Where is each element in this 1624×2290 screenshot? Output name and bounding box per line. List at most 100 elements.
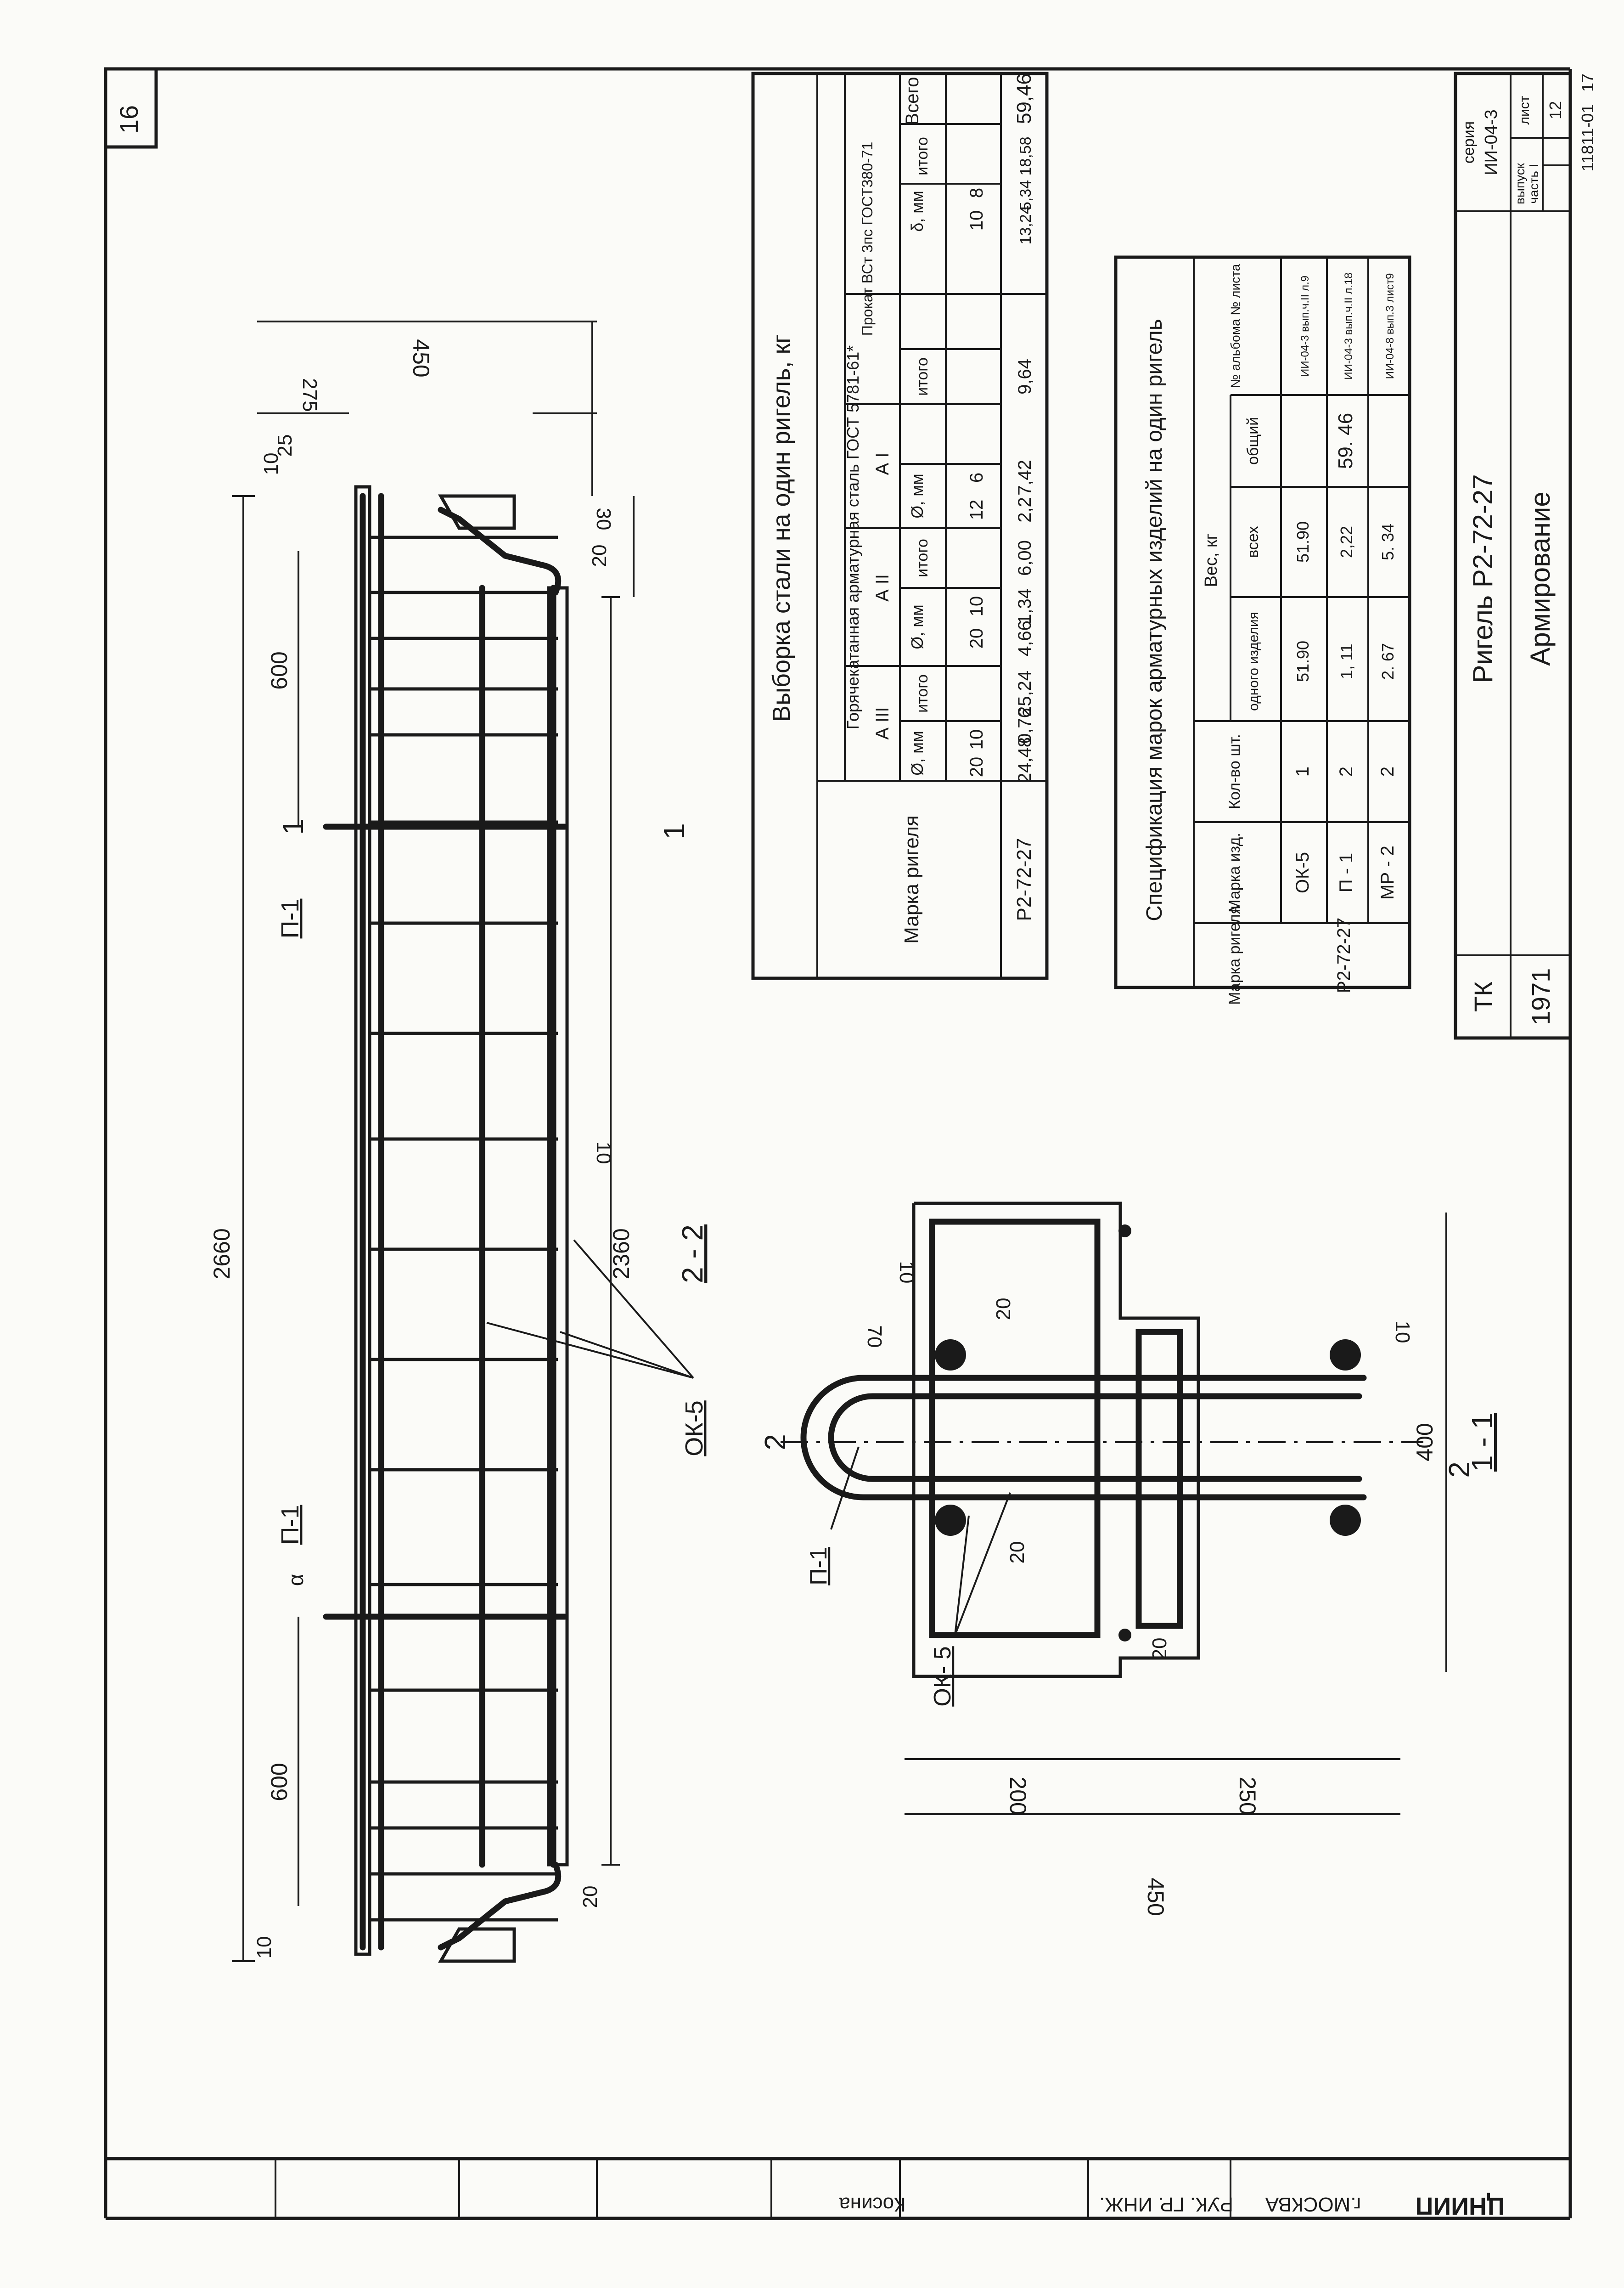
spec-row-mark: Р2-72-27 [1334, 918, 1354, 993]
stamp-city: г.МОСКВА [1265, 2193, 1361, 2216]
beam-dimensions [232, 321, 635, 1962]
leader-ok5-2 [560, 1331, 694, 1379]
sheet-frame [104, 67, 1572, 2220]
title-subtitle: Армирование [1525, 491, 1556, 666]
sec-dim-10: 10 [895, 1261, 918, 1284]
steel-sub-itogo-3: итого [914, 357, 931, 396]
spec-table-title-1: Спецификация марок арматурных изделий на… [1142, 319, 1167, 921]
steel-d2b: 10 [967, 596, 987, 617]
steel-col-hot: Горячекатанная арматурная сталь ГОСТ 578… [843, 345, 862, 729]
steel-v5: 1,34 [1015, 588, 1035, 624]
spec-col-total: общий [1244, 417, 1262, 465]
steel-sub-dmm-4: δ, мм [908, 191, 927, 232]
steel-col-a1: А I [872, 453, 893, 475]
sec-dim-200: 200 [1005, 1777, 1031, 1815]
title-vypusk-value: часть I [1527, 164, 1541, 203]
spec-r0-all: 51.90 [1293, 521, 1312, 563]
title-year: 1971 [1526, 968, 1555, 1026]
leader-ok5-1 [573, 1239, 694, 1379]
title-series-label: серия [1460, 121, 1478, 164]
sec-dim-450: 450 [1143, 1878, 1169, 1916]
spec-r0-qty: 1 [1292, 767, 1313, 777]
spec-r2-qty: 2 [1377, 767, 1398, 777]
steel-d4b: 8 [967, 188, 987, 198]
dim-inner-length: 2360 [608, 1228, 634, 1279]
dim-overall-length: 2660 [209, 1228, 235, 1279]
steel-sub-dmm-3: Ø, мм [908, 474, 927, 519]
stirrups [370, 536, 558, 1922]
steel-d3a: 12 [967, 500, 987, 520]
page-number: 16 [114, 105, 143, 134]
spec-r1-item: П - 1 [1336, 853, 1356, 893]
spec-col-one: одного изделия [1246, 612, 1261, 711]
label-cut-1-bottom: 1 [657, 823, 691, 840]
steel-row-mark: Р2-72-27 [1013, 838, 1035, 921]
spec-col-weight: Вес, кг [1202, 533, 1221, 587]
dim-right-30: 30 [592, 508, 615, 530]
title-series-value: ИИ-04-3 [1482, 109, 1501, 175]
spec-table-grid [1114, 255, 1411, 989]
steel-col-a3: А III [872, 707, 893, 739]
label-p1-sec: П-1 [805, 1547, 832, 1585]
label-cut-1-top: 1 [276, 818, 309, 835]
steel-table-grid [751, 72, 1049, 980]
beam-elevation [323, 485, 569, 1963]
steel-col-mark: Марка ригеля [900, 815, 923, 944]
steel-sub-dmm-2: Ø, мм [908, 604, 927, 649]
spec-r2-album: ИИ-04-8 вып.3 лист9 [1384, 273, 1396, 379]
title-block-grid [1454, 72, 1572, 1040]
archive-number: 11811-01 [1578, 104, 1597, 172]
title-vypusk-label: выпуск [1513, 163, 1527, 204]
dim-right-275: 275 [298, 378, 321, 412]
spec-r1-one: 1, 11 [1337, 643, 1356, 679]
spec-col-mark: Марка ригеля [1226, 906, 1243, 1005]
sec-dim-20-left: 20 [1148, 1638, 1171, 1660]
dim-left-10: 10 [253, 1936, 275, 1959]
sec-dim-10-right: 10 [1391, 1321, 1414, 1343]
steel-v12: 18,58 [1017, 136, 1034, 175]
steel-sub-itogo-4: итого [914, 137, 931, 175]
label-cut-2-a: 2 [759, 1434, 792, 1450]
steel-sub-dmm-1: Ø, мм [908, 731, 927, 776]
spec-r2-item: МР - 2 [1377, 846, 1398, 900]
steel-d3b: 6 [967, 473, 987, 483]
steel-v11: 5,34 [1017, 180, 1034, 210]
dim-right-25: 25 [274, 434, 296, 457]
dim-mid-alpha: α [284, 1574, 308, 1586]
steel-col-a2: А II [872, 574, 893, 602]
spec-r2-all: 5. 34 [1378, 524, 1397, 560]
dim-left-20: 20 [579, 1886, 601, 1908]
steel-d2a: 20 [967, 628, 987, 649]
steel-d1b: 10 [967, 729, 987, 750]
steel-v7: 2,2 [1015, 497, 1035, 523]
spec-col-qty: Кол-во шт. [1226, 734, 1243, 809]
dim-left-600: 600 [266, 1763, 292, 1801]
spec-r0-one: 51.90 [1293, 641, 1312, 682]
title-tk: ТК [1469, 981, 1498, 1012]
label-p1-bottom: П-1 [276, 1505, 304, 1545]
steel-col-total: Всего [902, 77, 922, 125]
steel-sub-itogo-2: итого [914, 539, 931, 577]
dim-right-600: 600 [266, 651, 292, 689]
sec-dim-20-bot: 20 [1006, 1541, 1028, 1564]
sec-dim-400: 400 [1412, 1423, 1438, 1461]
spec-col-item: Марка изд. [1226, 833, 1243, 913]
label-section-2-2: 2 - 2 [676, 1224, 709, 1283]
steel-v6: 6,00 [1015, 540, 1035, 576]
steel-d1a: 20 [967, 757, 987, 778]
spec-r0-item: ОК-5 [1292, 852, 1313, 893]
label-ok5-main: ОК-5 [680, 1400, 708, 1456]
title-list-label: лист [1517, 96, 1532, 124]
spec-r0-album: ИИ-04-3 вып.ч.II л.9 [1299, 276, 1311, 377]
spec-col-album: № альбома № листа [1228, 264, 1242, 388]
steel-v10: 13,24 [1017, 205, 1034, 244]
leader-ok5-sec-2 [954, 1515, 970, 1636]
steel-col-prokat: Прокат ВСт 3пс ГОСТ380-71 [859, 142, 876, 336]
label-ok5-sec: ОК- 5 [929, 1646, 956, 1706]
spec-col-all: всех [1244, 526, 1262, 558]
steel-v9: 9,64 [1015, 359, 1035, 395]
spec-r1-album: ИИ-04-3 вып.ч.II л.18 [1343, 272, 1355, 379]
stamp-role: РУК. ГР. ИНЖ. [1099, 2193, 1233, 2216]
title-list-value: 12 [1546, 101, 1565, 119]
